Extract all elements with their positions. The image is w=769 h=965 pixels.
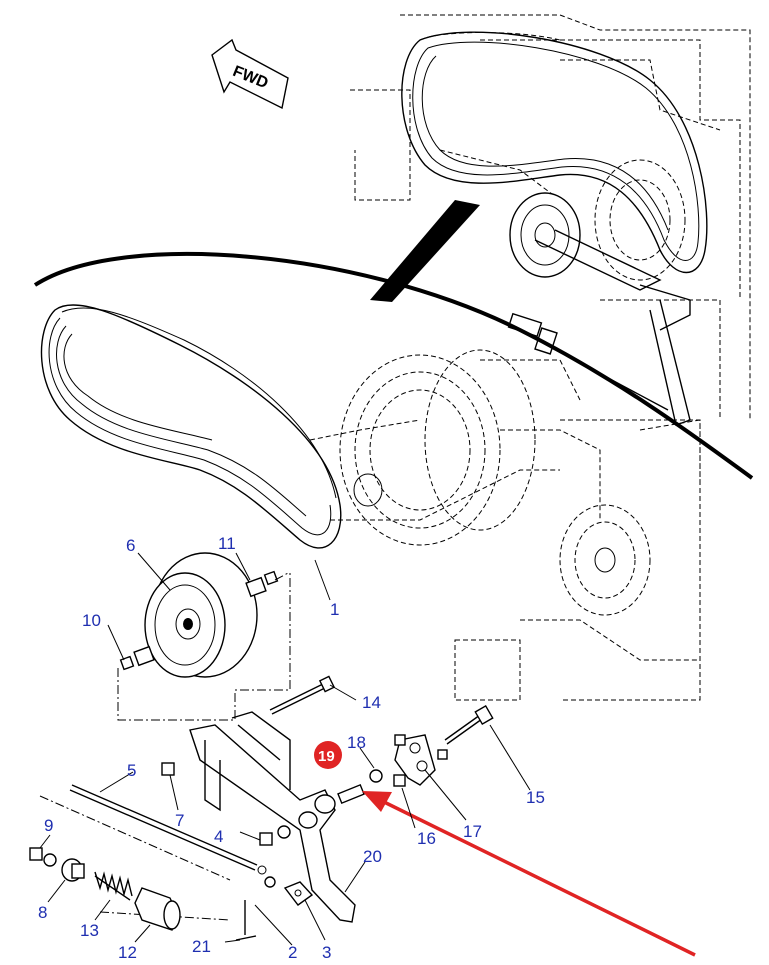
nut-4: [259, 825, 291, 846]
washer-18: [369, 769, 383, 783]
callout-14: 14: [362, 693, 381, 712]
spring-cover-12: [134, 887, 181, 931]
upper-idler-detail: [507, 192, 691, 426]
spacer-10: [119, 645, 155, 671]
upper-clutch-drum: [594, 159, 686, 281]
pin-21: [235, 900, 257, 941]
idler-pulley: [144, 552, 258, 678]
callout-12: 12: [118, 943, 137, 962]
callout-18: 18: [347, 733, 366, 752]
drive-pulley: [339, 349, 651, 616]
callout-21: 21: [192, 937, 211, 956]
callout-13: 13: [80, 921, 99, 940]
callout-5: 5: [127, 761, 136, 780]
callout-labels: 1 2 3 4 5 6 7 8 9 10 11 12 13 14 15 16 1…: [38, 534, 545, 962]
spacer-11: [245, 570, 279, 598]
clevis-3: [283, 881, 314, 906]
callout-6: 6: [126, 536, 135, 555]
tensioner-arm: [189, 711, 356, 923]
callout-15: 15: [526, 788, 545, 807]
forward-direction-indicator: FWD: [211, 38, 289, 110]
engine-bay-background: [309, 14, 751, 701]
highlight-arrow: [362, 791, 696, 957]
nut-9: [29, 847, 57, 867]
callout-7: 7: [175, 811, 184, 830]
callout-16: 16: [417, 829, 436, 848]
bushing-19: [337, 783, 365, 805]
nut-16: [393, 774, 406, 787]
spring-seat-8: [61, 858, 85, 882]
fwd-arrow-icon: [211, 38, 289, 110]
drive-belt: [40, 304, 342, 549]
callout-19: 19: [318, 748, 335, 765]
callout-4: 4: [214, 827, 223, 846]
highlight-badge: [314, 741, 342, 769]
callout-9: 9: [44, 816, 53, 835]
spring-13: [94, 871, 133, 901]
assembly-guide-lines: [39, 571, 291, 921]
detail-separator-curve: [33, 251, 754, 480]
nut-7: [161, 762, 175, 776]
callout-8: 8: [38, 903, 47, 922]
bolt-15: [444, 704, 494, 745]
detail-pointer: [370, 200, 480, 302]
pivot-bracket-17: [394, 734, 448, 786]
bolt-14: [269, 675, 336, 715]
callout-3: 3: [322, 943, 331, 962]
callout-leaders: [39, 552, 531, 946]
callout-11: 11: [218, 534, 236, 553]
callout-2: 2: [288, 943, 297, 962]
callout-17: 17: [463, 822, 482, 841]
tension-rod-5: [69, 784, 276, 888]
callout-20: 20: [363, 847, 382, 866]
callout-1: 1: [330, 600, 339, 619]
callout-10: 10: [82, 611, 101, 630]
